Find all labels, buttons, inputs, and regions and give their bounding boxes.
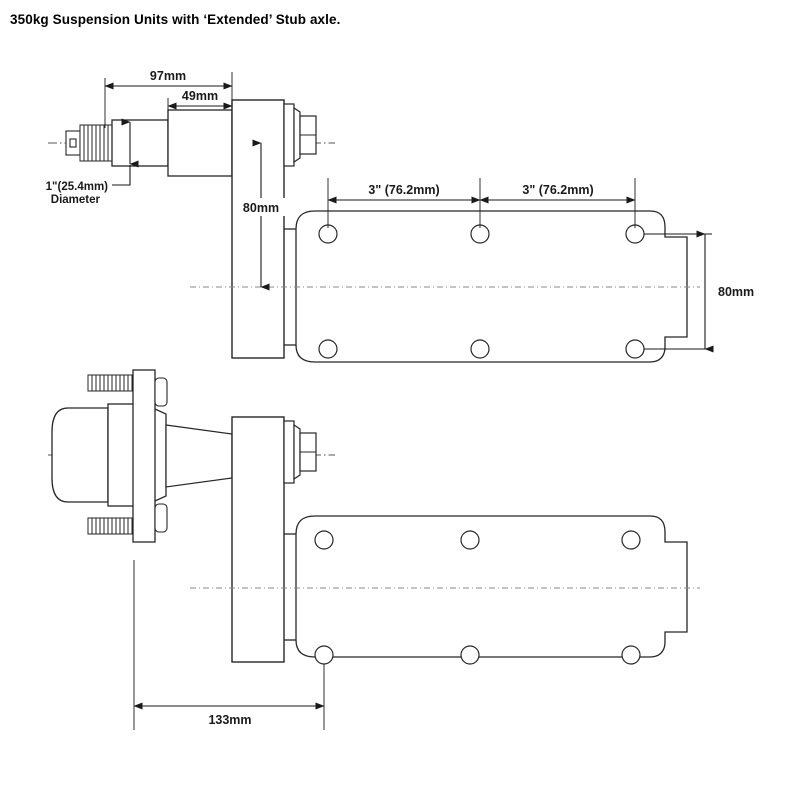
axle-end-cap-top bbox=[65, 130, 81, 156]
axle-thread-top bbox=[79, 124, 113, 162]
mounting-plate-bottom bbox=[295, 515, 688, 658]
dimension-133mm: 133mm bbox=[208, 713, 251, 727]
dimension-49mm: 49mm bbox=[182, 89, 218, 103]
dimension-pitch-right: 3" (76.2mm) bbox=[522, 183, 593, 197]
mounting-holes-top-view bbox=[318, 224, 645, 359]
spindle-section-1-top bbox=[111, 119, 169, 167]
page-title: 350kg Suspension Units with ‘Extended’ S… bbox=[10, 12, 341, 27]
top-view-assembly bbox=[48, 99, 700, 363]
dimension-axle-diameter-line2: Diameter bbox=[51, 194, 101, 206]
bottom-view-assembly bbox=[48, 369, 700, 665]
flange-boss-upper-bottom bbox=[154, 377, 168, 407]
dimension-axle-diameter-line1: 1"(25.4mm) bbox=[46, 181, 109, 193]
dimension-80mm-arm: 80mm bbox=[243, 201, 279, 215]
flange-boss-lower-bottom bbox=[154, 503, 168, 533]
wheel-stud-upper-bottom bbox=[87, 374, 143, 392]
dimension-80mm-plate: 80mm bbox=[718, 285, 754, 299]
swing-arm-body-top bbox=[231, 99, 285, 359]
spindle-section-2-top bbox=[167, 109, 233, 177]
hub-flange-bottom bbox=[132, 369, 156, 543]
dimension-97mm: 97mm bbox=[150, 69, 186, 83]
hub-dome-bottom bbox=[51, 407, 109, 503]
top-view-dimensions: 97mm 49mm 1"(25.4mm) Diameter 80mm 3" (7… bbox=[46, 69, 754, 353]
swing-arm-body-bottom bbox=[231, 416, 285, 663]
dimension-pitch-left: 3" (76.2mm) bbox=[368, 183, 439, 197]
bottom-view-dimensions: 133mm bbox=[133, 560, 325, 730]
pivot-bolt-top bbox=[283, 103, 317, 167]
spindle-bottom bbox=[165, 424, 233, 488]
wheel-stud-lower-bottom bbox=[87, 517, 143, 535]
pivot-bolt-bottom bbox=[283, 420, 317, 484]
